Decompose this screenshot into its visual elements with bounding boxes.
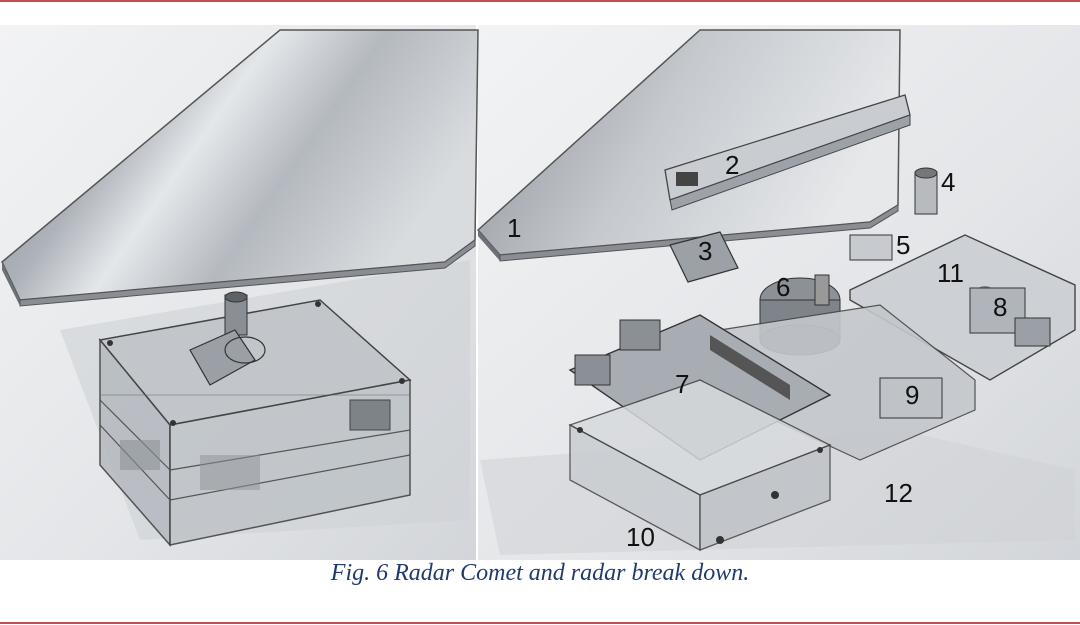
part-label-10: 10 xyxy=(626,522,655,552)
bottom-border xyxy=(0,622,1080,624)
part-label-1: 1 xyxy=(507,213,521,243)
assembled-radar xyxy=(1,29,479,547)
part-label-12: 12 xyxy=(884,478,913,508)
exploded-radar xyxy=(476,29,1076,555)
part-label-11: 11 xyxy=(937,258,964,288)
part-label-4: 4 xyxy=(941,167,955,197)
part-label-5: 5 xyxy=(896,230,910,260)
part-label-9: 9 xyxy=(905,380,919,410)
top-border xyxy=(0,0,1080,2)
part-label-8: 8 xyxy=(993,292,1007,322)
part-label-2: 2 xyxy=(725,150,739,180)
part-label-3: 3 xyxy=(698,236,712,266)
part-label-6: 6 xyxy=(776,272,790,302)
part-label-7: 7 xyxy=(675,369,689,399)
figure-caption: Fig. 6 Radar Comet and radar break down. xyxy=(330,560,750,586)
